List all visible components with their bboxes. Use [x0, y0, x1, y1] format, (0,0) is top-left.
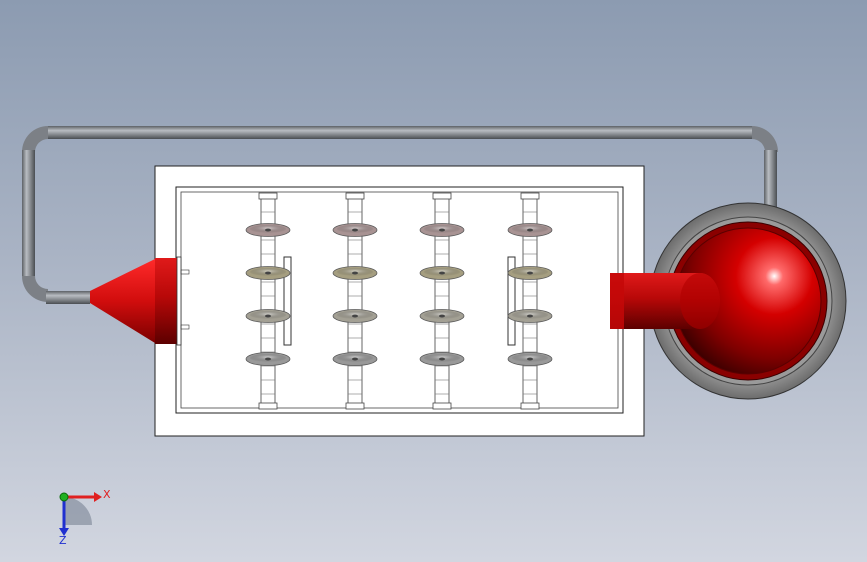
- outlet-nozzle[interactable]: [610, 273, 720, 329]
- z-axis-label: Z: [59, 534, 67, 547]
- shaft-bearing: [432, 192, 452, 200]
- shaft-bearing: [520, 402, 540, 410]
- baffle-plates: [283, 256, 516, 346]
- shaft-assembly: [245, 192, 291, 410]
- agitator-shafts: [245, 192, 553, 410]
- disc-hub: [265, 271, 271, 275]
- disc-hub: [352, 271, 358, 275]
- x-axis-label: X: [103, 488, 111, 501]
- axis-triad: X Z: [59, 488, 111, 547]
- disc-hub: [439, 314, 445, 318]
- disc-hub: [265, 357, 271, 361]
- separator-vessel[interactable]: [649, 202, 847, 400]
- shaft-bearing: [345, 192, 365, 200]
- disc-hub: [527, 314, 533, 318]
- inlet-cone[interactable]: [90, 256, 190, 346]
- disc-hub: [352, 357, 358, 361]
- shaft-bearing: [345, 402, 365, 410]
- shaft-bearing: [258, 192, 278, 200]
- shaft-assembly: [419, 192, 465, 410]
- return-pipe: [22, 126, 778, 304]
- disc-hub: [352, 228, 358, 232]
- shaft-bearing: [432, 402, 452, 410]
- disc-hub: [439, 228, 445, 232]
- disc-hub: [527, 271, 533, 275]
- shaft-bearing: [258, 402, 278, 410]
- shaft-assembly: [507, 192, 553, 410]
- disc-hub: [439, 271, 445, 275]
- disc-hub: [265, 314, 271, 318]
- shaft-bearing: [520, 192, 540, 200]
- disc-hub: [439, 357, 445, 361]
- housing[interactable]: [154, 165, 645, 437]
- shaft-assembly: [332, 192, 378, 410]
- disc-hub: [527, 357, 533, 361]
- disc-hub: [352, 314, 358, 318]
- disc-hub: [265, 228, 271, 232]
- disc-hub: [527, 228, 533, 232]
